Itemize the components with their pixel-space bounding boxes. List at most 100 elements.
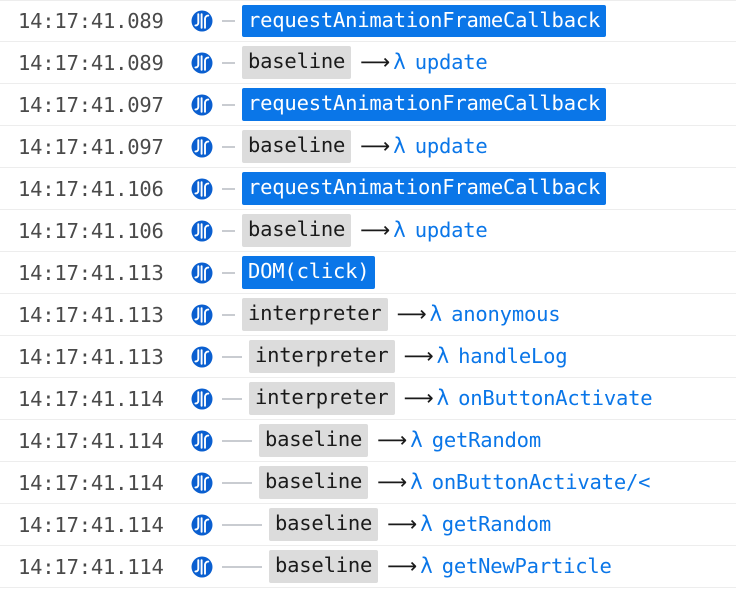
function-name[interactable]: update — [414, 50, 488, 75]
indent-connector — [222, 439, 252, 442]
table-row[interactable]: 14:17:41.106 requestAnimationFrameCallba… — [0, 168, 736, 210]
javascript-engine-icon — [190, 513, 214, 537]
function-name[interactable]: update — [414, 134, 488, 159]
call-arrow-icon: ⟶ — [377, 428, 407, 452]
javascript-engine-icon — [190, 345, 214, 369]
frame-category-badge[interactable]: baseline — [259, 424, 369, 457]
call-arrow-icon: ⟶ — [360, 218, 390, 242]
frame-category-badge[interactable]: baseline — [242, 130, 352, 163]
indent-connector — [222, 271, 235, 274]
function-name[interactable]: getNewParticle — [441, 554, 612, 579]
function-name[interactable]: anonymous — [451, 302, 561, 327]
lambda-icon: λ — [429, 302, 443, 326]
lambda-icon: λ — [420, 554, 433, 578]
row-timestamp: 14:17:41.097 — [18, 92, 164, 117]
call-arrow-icon: ⟶ — [387, 512, 417, 536]
table-row[interactable]: 14:17:41.106 baseline ⟶ λ update — [0, 210, 736, 252]
table-row[interactable]: 14:17:41.114 baseline ⟶ λ getNewParticle — [0, 546, 736, 588]
indent-connector — [222, 481, 252, 484]
frame-event-badge[interactable]: DOM(click) — [242, 256, 376, 289]
javascript-engine-icon — [190, 93, 214, 117]
javascript-engine-icon — [190, 303, 214, 327]
javascript-engine-icon — [190, 387, 214, 411]
indent-connector — [222, 313, 235, 316]
indent-connector — [222, 397, 242, 400]
function-name[interactable]: getRandom — [431, 428, 541, 453]
frame-category-badge[interactable]: baseline — [242, 214, 352, 247]
row-timestamp: 14:17:41.114 — [18, 470, 164, 495]
frame-category-badge[interactable]: baseline — [269, 550, 379, 583]
row-timestamp: 14:17:41.114 — [18, 386, 164, 411]
table-row[interactable]: 14:17:41.089 baseline ⟶ λ update — [0, 42, 736, 84]
indent-connector — [222, 523, 262, 526]
javascript-engine-icon — [190, 555, 214, 579]
frame-category-badge[interactable]: interpreter — [249, 382, 395, 415]
lambda-icon: λ — [420, 512, 433, 536]
indent-connector — [222, 229, 235, 232]
table-row[interactable]: 14:17:41.114 interpreter ⟶ λ onButtonAct… — [0, 378, 736, 420]
function-name[interactable]: update — [414, 218, 488, 243]
table-row[interactable]: 14:17:41.097 baseline ⟶ λ update — [0, 126, 736, 168]
javascript-engine-icon — [190, 429, 214, 453]
frame-event-badge[interactable]: requestAnimationFrameCallback — [242, 88, 607, 121]
javascript-engine-icon — [190, 219, 214, 243]
indent-connector — [222, 103, 235, 106]
call-arrow-icon: ⟶ — [360, 50, 390, 74]
row-timestamp: 14:17:41.114 — [18, 428, 164, 453]
indent-connector — [222, 20, 235, 22]
table-row[interactable]: 14:17:41.089 requestAnimationFrameCallba… — [0, 0, 736, 42]
call-arrow-icon: ⟶ — [403, 344, 434, 368]
row-timestamp: 14:17:41.106 — [18, 218, 164, 243]
row-timestamp: 14:17:41.113 — [18, 260, 164, 285]
table-row[interactable]: 14:17:41.113 interpreter ⟶ λ anonymous — [0, 294, 736, 336]
row-timestamp: 14:17:41.114 — [18, 554, 164, 579]
table-row[interactable]: 14:17:41.114 baseline ⟶ λ onButtonActiva… — [0, 462, 736, 504]
row-timestamp: 14:17:41.106 — [18, 176, 164, 201]
frame-event-badge[interactable]: requestAnimationFrameCallback — [242, 4, 607, 38]
table-row[interactable]: 14:17:41.097 requestAnimationFrameCallba… — [0, 84, 736, 126]
call-arrow-icon: ⟶ — [377, 470, 407, 494]
javascript-engine-icon — [190, 177, 214, 201]
row-timestamp: 14:17:41.113 — [18, 344, 164, 369]
function-name[interactable]: getRandom — [441, 512, 551, 537]
lambda-icon: λ — [410, 428, 423, 452]
indent-connector — [222, 145, 235, 148]
table-row[interactable]: 14:17:41.113 interpreter ⟶ λ handleLog — [0, 336, 736, 378]
lambda-icon: λ — [410, 470, 423, 494]
indent-connector — [222, 61, 235, 64]
lambda-icon: λ — [393, 218, 406, 242]
javascript-engine-icon — [190, 135, 214, 159]
table-row[interactable]: 14:17:41.114 baseline ⟶ λ getRandom — [0, 504, 736, 546]
indent-connector — [222, 355, 242, 358]
indent-connector — [222, 565, 262, 568]
function-name[interactable]: handleLog — [458, 344, 568, 369]
javascript-engine-icon — [190, 51, 214, 75]
call-arrow-icon: ⟶ — [403, 386, 434, 410]
function-name[interactable]: onButtonActivate/< — [431, 470, 651, 495]
lambda-icon: λ — [436, 344, 450, 368]
row-timestamp: 14:17:41.097 — [18, 134, 164, 159]
frame-category-badge[interactable]: baseline — [269, 508, 379, 541]
frame-category-badge[interactable]: interpreter — [249, 340, 395, 373]
javascript-engine-icon — [190, 471, 214, 495]
frame-event-badge[interactable]: requestAnimationFrameCallback — [242, 172, 607, 205]
row-timestamp: 14:17:41.113 — [18, 302, 164, 327]
javascript-engine-icon — [190, 9, 214, 33]
lambda-icon: λ — [436, 386, 450, 410]
call-arrow-icon: ⟶ — [396, 302, 427, 326]
lambda-icon: λ — [393, 50, 406, 74]
function-name[interactable]: onButtonActivate — [458, 386, 653, 411]
javascript-engine-icon — [190, 261, 214, 285]
lambda-icon: λ — [393, 134, 406, 158]
table-row[interactable]: 14:17:41.113 DOM(click) — [0, 252, 736, 294]
row-timestamp: 14:17:41.114 — [18, 512, 164, 537]
indent-connector — [222, 187, 235, 190]
table-row[interactable]: 14:17:41.114 baseline ⟶ λ getRandom — [0, 420, 736, 462]
call-arrow-icon: ⟶ — [387, 554, 417, 578]
row-timestamp: 14:17:41.089 — [18, 9, 164, 33]
frame-category-badge[interactable]: baseline — [242, 46, 352, 79]
call-arrow-icon: ⟶ — [360, 134, 390, 158]
frame-category-badge[interactable]: interpreter — [242, 298, 388, 331]
frame-category-badge[interactable]: baseline — [259, 466, 369, 499]
